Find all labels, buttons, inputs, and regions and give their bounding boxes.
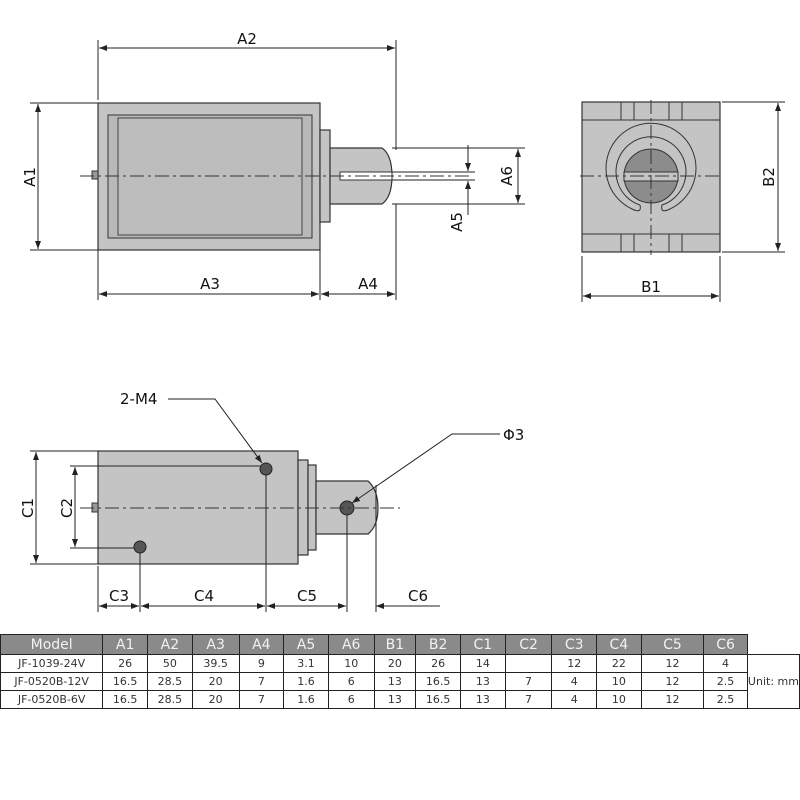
table-cell: 13 (373, 690, 417, 709)
table-cell: 12 (640, 690, 705, 709)
table-cell: 4 (551, 690, 598, 709)
label-c1: C1 (19, 498, 37, 518)
column-header-c1: C1 (460, 634, 506, 655)
table-cell: JF-1039-24V (0, 654, 104, 673)
table-cell: 6 (327, 690, 375, 709)
table-cell: JF-0520B-12V (0, 672, 104, 691)
table-cell: 7 (504, 690, 553, 709)
label-a4: A4 (358, 275, 378, 293)
table-cell: 6 (327, 672, 375, 691)
table-cell: 1.6 (283, 672, 329, 691)
label-a5: A5 (448, 212, 466, 232)
table-cell: 10 (596, 690, 642, 709)
rear-stub (91, 170, 99, 180)
label-a2: A2 (237, 30, 257, 48)
table-cell: 12 (640, 654, 705, 673)
column-header-c2: C2 (504, 634, 553, 655)
table-cell: 12 (551, 654, 598, 673)
column-header-c3: C3 (551, 634, 598, 655)
label-phi3: Φ3 (503, 426, 524, 444)
table-cell: 7 (504, 672, 553, 691)
label-c5: C5 (297, 587, 317, 605)
table-cell: 16.5 (415, 690, 462, 709)
label-a3: A3 (200, 275, 220, 293)
table-cell: 7 (238, 690, 285, 709)
table-cell: 13 (460, 672, 506, 691)
table-cell: 4 (703, 654, 748, 673)
column-header-model: Model (0, 634, 104, 655)
label-b1: B1 (641, 278, 661, 296)
table-cell: 26 (415, 654, 462, 673)
column-header-a4: A4 (238, 634, 285, 655)
label-c4: C4 (194, 587, 214, 605)
table-cell: 20 (191, 672, 240, 691)
table-cell: 20 (191, 690, 240, 709)
column-header-a2: A2 (147, 634, 193, 655)
table-cell: 22 (596, 654, 642, 673)
mounting-hole-1 (259, 462, 273, 476)
column-header-a6: A6 (327, 634, 375, 655)
table-cell: 12 (640, 672, 705, 691)
table-cell: 28.5 (147, 690, 193, 709)
side-view: A2 A1 A3 A4 A6 A5 (21, 30, 525, 300)
column-header-a1: A1 (102, 634, 149, 655)
table-cell: 2.5 (703, 690, 748, 709)
column-header-c5: C5 (640, 634, 705, 655)
column-header-b2: B2 (415, 634, 462, 655)
table-cell (504, 654, 553, 673)
table-cell: 9 (238, 654, 285, 673)
table-cell: 26 (102, 654, 149, 673)
table-cell: 14 (460, 654, 506, 673)
technical-drawing: A2 A1 A3 A4 A6 A5 B2 B1 (19, 30, 785, 612)
table-cell: 7 (238, 672, 285, 691)
label-c2: C2 (58, 498, 76, 518)
label-b2: B2 (760, 167, 778, 187)
table-cell: 2.5 (703, 672, 748, 691)
table-cell: 50 (147, 654, 193, 673)
bottom-view: C1 C2 C3 C4 C5 C6 2-M4 Φ3 (19, 390, 524, 612)
table-cell: 1.6 (283, 690, 329, 709)
table-cell: 16.5 (102, 672, 149, 691)
front-view: B2 B1 (580, 100, 785, 302)
label-c6: C6 (408, 587, 428, 605)
label-2-m4: 2-M4 (120, 390, 157, 408)
table-cell: 16.5 (415, 672, 462, 691)
retaining-clip (605, 122, 697, 212)
column-header-b1: B1 (373, 634, 417, 655)
unit-label: Unit: mm (746, 654, 800, 709)
column-header-c6: C6 (703, 634, 748, 655)
column-header-a5: A5 (283, 634, 329, 655)
leader-2-m4 (168, 398, 263, 464)
column-header-c4: C4 (596, 634, 642, 655)
table-cell: 13 (460, 690, 506, 709)
label-a1: A1 (21, 167, 39, 187)
table-cell: 4 (551, 672, 598, 691)
table-cell: 16.5 (102, 690, 149, 709)
table-cell: JF-0520B-6V (0, 690, 104, 709)
mounting-hole-2 (133, 540, 147, 554)
column-header-a3: A3 (191, 634, 240, 655)
table-cell: 13 (373, 672, 417, 691)
table-cell: 3.1 (283, 654, 329, 673)
leader-phi3 (351, 433, 500, 504)
label-a6: A6 (498, 166, 516, 186)
table-cell: 10 (327, 654, 375, 673)
table-cell: 39.5 (191, 654, 240, 673)
label-c3: C3 (109, 587, 129, 605)
table-cell: 10 (596, 672, 642, 691)
table-cell: 20 (373, 654, 417, 673)
table-cell: 28.5 (147, 672, 193, 691)
